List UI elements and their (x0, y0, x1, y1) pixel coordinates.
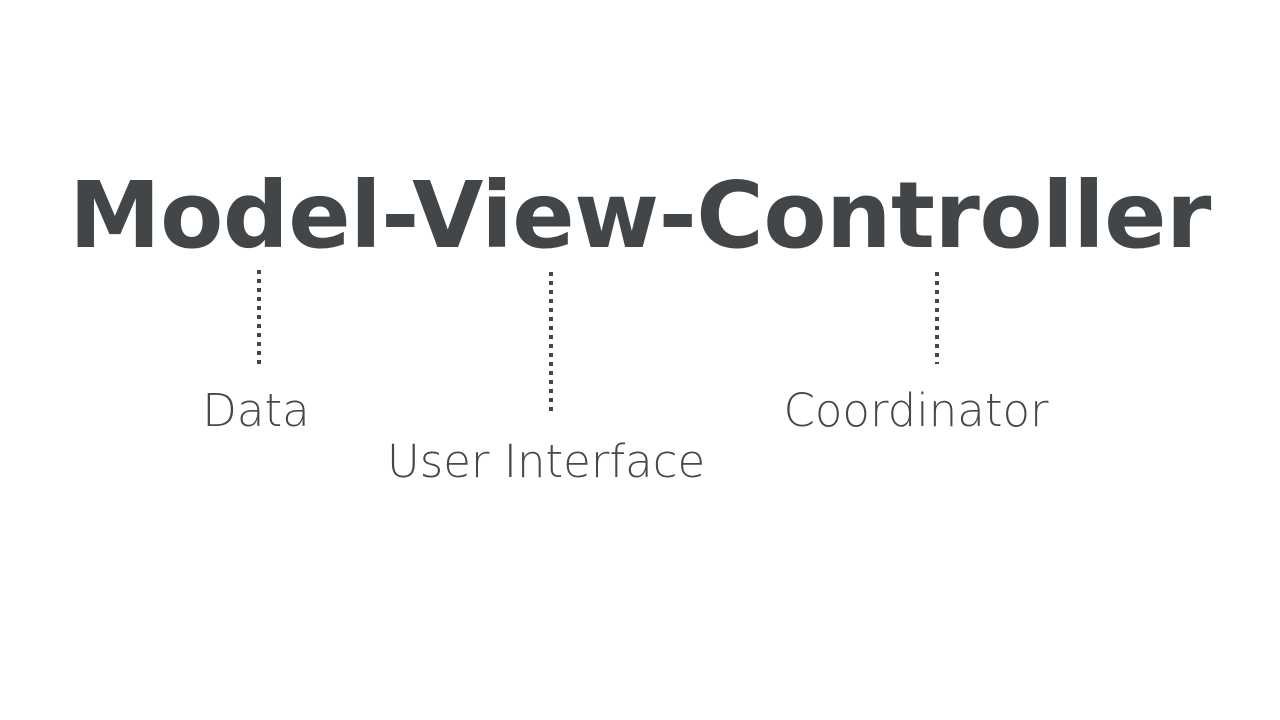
page-title: Model-View-Controller (69, 162, 1211, 269)
view-connector-dotted-line (549, 272, 553, 416)
controller-connector-dotted-line (935, 272, 939, 364)
model-label: Data (202, 384, 310, 437)
model-connector-dotted-line (257, 270, 261, 364)
controller-label: Coordinator (783, 384, 1049, 437)
view-label: User Interface (386, 435, 706, 488)
